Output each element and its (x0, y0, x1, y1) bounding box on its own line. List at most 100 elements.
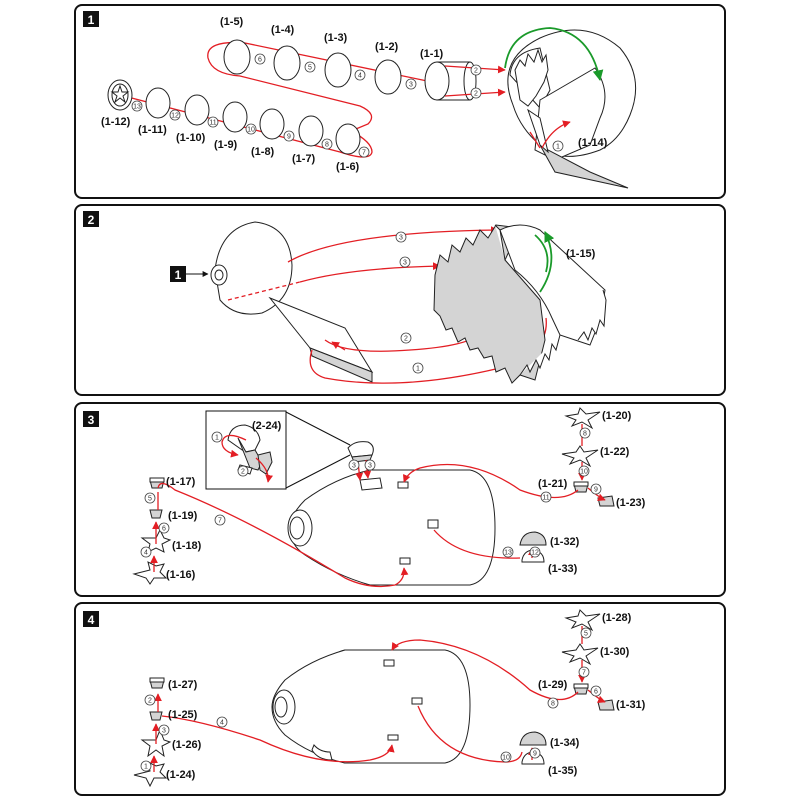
svg-text:4: 4 (220, 720, 224, 727)
step-number: 9 (590, 483, 602, 495)
rotation-arrow (504, 27, 604, 82)
svg-text:11: 11 (542, 495, 549, 502)
part-label: (1-30) (600, 646, 630, 658)
part-label: (1-22) (600, 446, 630, 458)
part-label: (1-18) (172, 540, 202, 552)
step-number: 3 (399, 256, 411, 268)
step-number: 3 (405, 78, 417, 90)
panel-2: 2 1 (1-15) 1 2 3 (74, 204, 726, 396)
assembly-arrow (587, 487, 606, 502)
svg-text:3: 3 (368, 463, 372, 470)
step-number: 2 (144, 694, 156, 706)
svg-text:11: 11 (209, 120, 216, 127)
svg-text:9: 9 (533, 751, 537, 758)
step-number: 6 (590, 685, 602, 697)
part-label: (1-4) (271, 24, 295, 36)
svg-text:9: 9 (287, 134, 291, 141)
assembly-arrow (529, 131, 541, 149)
disc-part (223, 39, 251, 75)
step-number: 3 (364, 459, 376, 471)
svg-text:1: 1 (215, 435, 219, 442)
part-label: (1-8) (251, 146, 275, 158)
svg-text:7: 7 (582, 670, 586, 677)
svg-text:6: 6 (258, 57, 262, 64)
svg-text:9: 9 (594, 487, 598, 494)
rotation-arrow (539, 231, 555, 293)
step-number: 6 (158, 522, 170, 534)
part-label: (2-24) (252, 420, 282, 432)
svg-text:3: 3 (352, 463, 356, 470)
part-label: (1-26) (172, 739, 202, 751)
part-label: (1-9) (214, 139, 238, 151)
step-number: 4 (216, 716, 228, 728)
assembly-path (207, 41, 433, 132)
svg-text:8: 8 (325, 142, 329, 149)
svg-text:3: 3 (409, 82, 413, 89)
assembly-arrow (255, 457, 273, 483)
svg-text:2: 2 (474, 68, 478, 75)
svg-text:1: 1 (144, 764, 148, 771)
step-number: 10 (245, 123, 257, 135)
part-label: (1-32) (550, 536, 580, 548)
callout-lines (285, 411, 351, 489)
step-badge-number: 3 (88, 413, 95, 427)
step-number: 10 (578, 465, 590, 477)
step-number: 13 (131, 100, 143, 112)
part-label: (1-11) (138, 124, 167, 136)
part-label: (1-25) (168, 709, 198, 721)
svg-text:1: 1 (416, 366, 420, 373)
step-number: 8 (579, 427, 591, 439)
part-label: (1-24) (166, 769, 196, 781)
svg-text:13: 13 (504, 550, 512, 557)
dome-part (519, 731, 547, 765)
assembly-arrow (587, 689, 606, 704)
step-number: 1 (552, 140, 564, 152)
part-label: (1-15) (566, 248, 596, 260)
step-number: 1 (412, 362, 424, 374)
step-number: 12 (169, 109, 181, 121)
step-number: 7 (214, 514, 226, 526)
disc-part (145, 87, 171, 119)
step-number: 9 (283, 130, 295, 142)
svg-text:3: 3 (403, 260, 407, 267)
step-number: 6 (254, 53, 266, 65)
step-number: 1 (140, 760, 152, 772)
part-label: (1-2) (375, 41, 399, 53)
assembly-arrow (221, 434, 247, 458)
svg-text:3: 3 (162, 728, 166, 735)
step-badge-number: 1 (88, 13, 95, 27)
step-number: 5 (144, 492, 156, 504)
part-label: (1-27) (168, 679, 198, 691)
disc-part (222, 101, 248, 133)
disc-part (184, 94, 210, 126)
svg-text:5: 5 (308, 65, 312, 72)
disc-row-upper (223, 39, 402, 95)
step-number: 3 (395, 231, 407, 243)
assembly-arrow (287, 226, 499, 263)
assembly-arrow (433, 529, 521, 559)
svg-text:5: 5 (148, 496, 152, 503)
fuselage-part (287, 469, 496, 586)
reference-badge (170, 266, 186, 282)
svg-text:12: 12 (171, 113, 179, 120)
part-label: (1-20) (602, 410, 632, 422)
step-number: 12 (529, 546, 541, 558)
canopy-part (347, 441, 374, 463)
disc-part (374, 59, 402, 95)
part-label: (1-19) (168, 510, 198, 522)
part-label: (1-6) (336, 161, 360, 173)
part-label: (1-5) (220, 16, 244, 28)
svg-text:6: 6 (594, 689, 598, 696)
detail-inset: 1 2 (2-24) (205, 410, 351, 490)
step-badge (83, 11, 99, 27)
disc-part (273, 45, 301, 81)
assembly-arrow (417, 705, 523, 763)
step-badge (83, 611, 99, 627)
part-label: (1-17) (166, 476, 196, 488)
disc-part (298, 115, 324, 147)
part-label: (1-21) (538, 478, 568, 490)
disc-part (335, 123, 361, 155)
panel-4: 4 1 2 3 4 (1-27) (1-25) (1-2 (74, 602, 726, 796)
step-number: 3 (348, 459, 360, 471)
svg-text:4: 4 (358, 73, 362, 80)
